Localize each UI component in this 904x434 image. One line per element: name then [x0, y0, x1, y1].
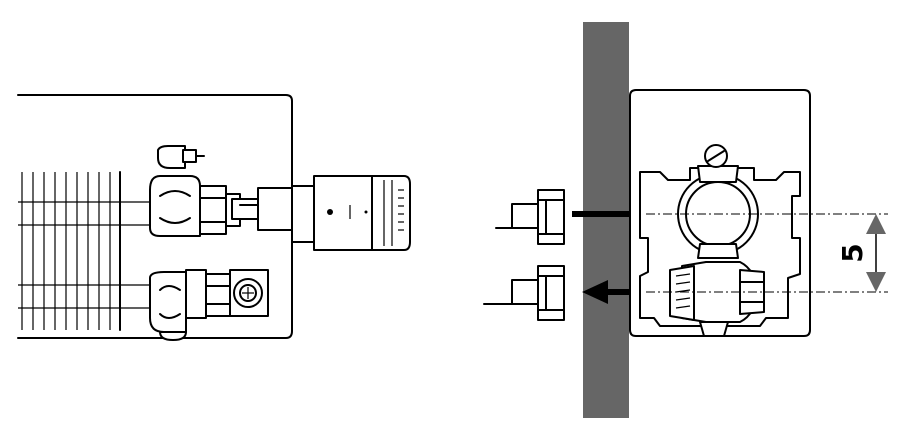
- dimension-label: 5: [836, 243, 869, 262]
- wall-section: [583, 22, 629, 418]
- thermostat-marker-icon: [327, 209, 333, 215]
- supply-pipe-lower: [483, 265, 565, 321]
- thermostatic-head: [291, 175, 411, 251]
- radiator-fins: [18, 171, 152, 331]
- lower-valve: [149, 269, 269, 341]
- dimension-marker: [866, 214, 886, 292]
- upper-valve: [149, 145, 293, 237]
- supply-pipe-upper: [495, 189, 565, 245]
- manifold-box: [629, 89, 811, 337]
- radiator-side-view: [17, 94, 411, 341]
